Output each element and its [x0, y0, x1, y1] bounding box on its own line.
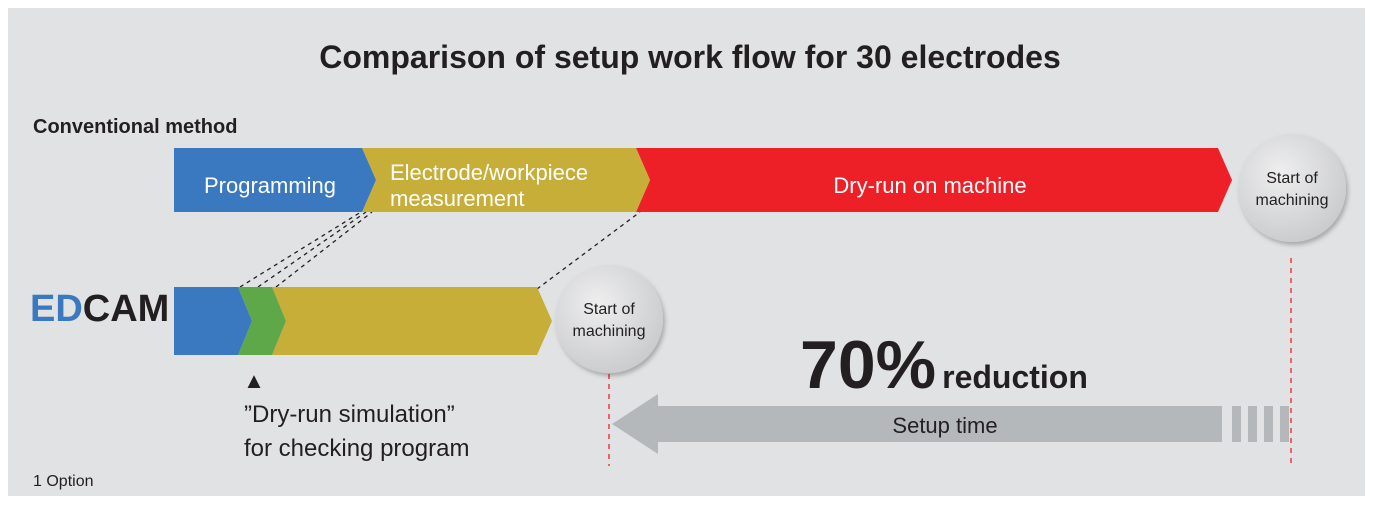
setup-time-arrow-body: [612, 394, 1222, 454]
setup-time-arrow: Setup time: [612, 394, 1289, 454]
edcam-measurement-segment: [272, 287, 552, 355]
conventional-flow-bar: Programming Electrode/workpiece measurem…: [174, 148, 1232, 212]
edcam-start-line1: Start of: [583, 301, 635, 318]
measurement-label-line1: Electrode/workpiece: [390, 160, 588, 185]
edcam-start-circle: [555, 265, 663, 373]
setup-time-dash-3: [1264, 406, 1273, 442]
simulation-marker: ▲: [243, 368, 265, 393]
measurement-label-line2: measurement: [390, 186, 525, 211]
setup-time-dash-4: [1280, 406, 1289, 442]
edcam-logo-cam: CAM: [83, 288, 170, 330]
connector-lines: [239, 211, 641, 290]
reduction-percent: 70%: [800, 327, 936, 403]
setup-time-dash-1: [1232, 406, 1241, 442]
conventional-start-circle: [1238, 134, 1346, 242]
reduction-word: reduction: [942, 359, 1088, 395]
conventional-start-line1: Start of: [1266, 170, 1318, 187]
simulation-label-line2: for checking program: [244, 435, 469, 462]
marker-lines: [608, 258, 1292, 466]
conventional-method-label: Conventional method: [33, 116, 237, 138]
conventional-start-machining: Start of machining: [1238, 134, 1346, 242]
edcam-programming-segment: [174, 287, 252, 355]
measurement-segment: [362, 148, 650, 212]
setup-time-dash-2: [1248, 406, 1257, 442]
connector-line-4: [536, 211, 641, 290]
programming-label: Programming: [204, 173, 336, 198]
reduction-heading: 70%reduction: [800, 327, 1088, 403]
edcam-start-machining: Start of machining: [555, 265, 663, 373]
setup-time-label: Setup time: [892, 413, 997, 438]
page-title: Comparison of setup work flow for 30 ele…: [319, 39, 1060, 75]
edcam-logo-ed: ED: [30, 288, 83, 330]
edcam-logo-text: EDCAM: [30, 288, 169, 330]
dryrun-label: Dry-run on machine: [833, 173, 1026, 198]
footnote: 1 Option: [33, 473, 93, 490]
programming-segment: [174, 148, 376, 212]
simulation-label-line1: ”Dry-run simulation”: [244, 401, 455, 428]
edcam-flow-bar: [174, 287, 552, 355]
connector-line-2: [257, 211, 367, 288]
edcam-logo: EDCAM: [30, 288, 169, 330]
edcam-start-line2: machining: [573, 323, 646, 340]
edcam-simulation-segment: [238, 287, 286, 355]
dryrun-segment: [636, 148, 1232, 212]
conventional-start-line2: machining: [1256, 192, 1329, 209]
